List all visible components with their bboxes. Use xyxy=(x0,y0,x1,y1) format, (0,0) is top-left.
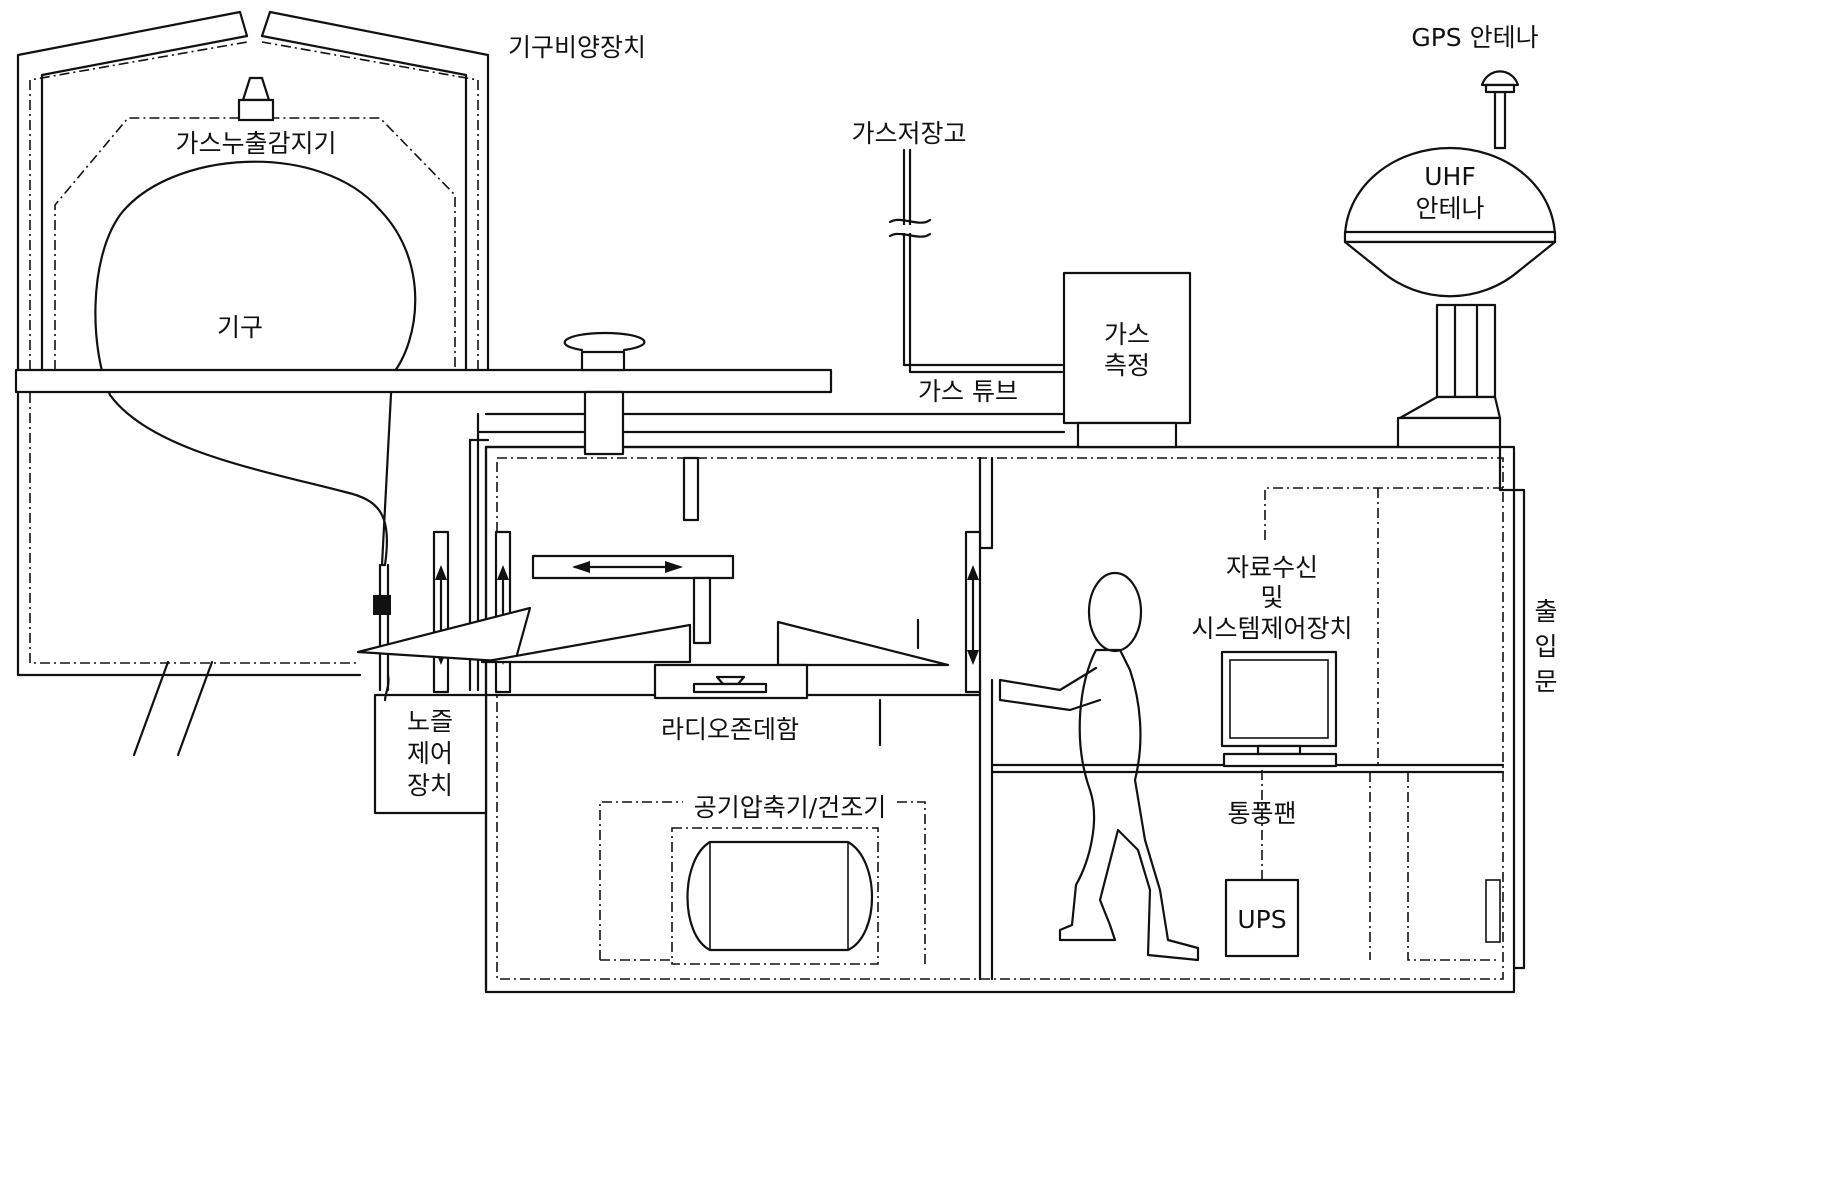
label-balloon: 기구 xyxy=(217,313,263,342)
label-nozzle-control-1: 노즐 xyxy=(407,707,453,736)
label-gps-antenna: GPS 안테나 xyxy=(1411,23,1538,52)
label-uhf-antenna-1: UHF xyxy=(1424,162,1475,191)
label-vent-fan: 통풍팬 xyxy=(1227,799,1296,828)
partition-walls xyxy=(484,456,1505,981)
uhf-antenna xyxy=(1343,146,1557,449)
label-radiosonde-box: 라디오존데함 xyxy=(661,715,799,744)
air-compressor-area xyxy=(599,801,926,968)
balloon-launcher-housing xyxy=(16,10,490,757)
label-air-compressor: 공기압축기/건조기 xyxy=(694,793,886,822)
hanging-rod xyxy=(682,456,700,522)
label-gas-measurement-2: 측정 xyxy=(1104,351,1150,380)
label-entrance-2: 입 xyxy=(1534,632,1557,661)
label-gas-tube: 가스 튜브 xyxy=(918,377,1018,406)
label-entrance-1: 출 xyxy=(1534,597,1557,626)
roof-vent xyxy=(563,331,646,456)
operator-figure xyxy=(998,571,1200,962)
label-entrance-3: 문 xyxy=(1534,667,1557,696)
monitor xyxy=(1220,650,1338,768)
gps-antenna xyxy=(1480,70,1520,150)
control-room-equipment xyxy=(1261,487,1505,961)
balloon-clamp xyxy=(373,595,391,615)
label-gas-leak-detector: 가스누출감지기 xyxy=(175,129,336,158)
shelter-inner-wall xyxy=(496,457,1504,980)
label-data-receiver-2: 및 xyxy=(1260,583,1283,612)
label-gas-measurement-1: 가스 xyxy=(1104,320,1150,349)
wedge-guides xyxy=(356,606,950,667)
gas-measurement-unit xyxy=(1062,271,1192,449)
ups-box xyxy=(1224,878,1300,958)
nozzle-control-box xyxy=(373,673,488,815)
gas-leak-detector-sensor xyxy=(237,76,275,122)
balloon-shape xyxy=(94,160,417,567)
label-nozzle-control-2: 제어 xyxy=(407,739,453,768)
label-nozzle-control-3: 장치 xyxy=(407,771,453,800)
label-uhf-antenna-2: 안테나 xyxy=(1415,194,1484,223)
slide-rail xyxy=(531,554,735,645)
label-ups: UPS xyxy=(1237,905,1286,934)
compressor-tank xyxy=(686,840,873,952)
label-gas-storage: 가스저장고 xyxy=(851,119,966,148)
gas-tube xyxy=(888,148,1064,374)
balloon-launch-system-diagram: 기구비양장치 GPS 안테나 가스누출감지기 가스저장고 UHF 안테나 기구 … xyxy=(14,10,1558,994)
label-data-receiver-3: 시스템제어장치 xyxy=(1191,614,1352,643)
shelter-outer-wall xyxy=(484,445,1516,994)
label-data-receiver-1: 자료수신 xyxy=(1226,553,1318,582)
radiosonde-box xyxy=(653,663,809,700)
label-balloon-launcher: 기구비양장치 xyxy=(508,33,646,62)
launcher-beam xyxy=(14,368,833,394)
